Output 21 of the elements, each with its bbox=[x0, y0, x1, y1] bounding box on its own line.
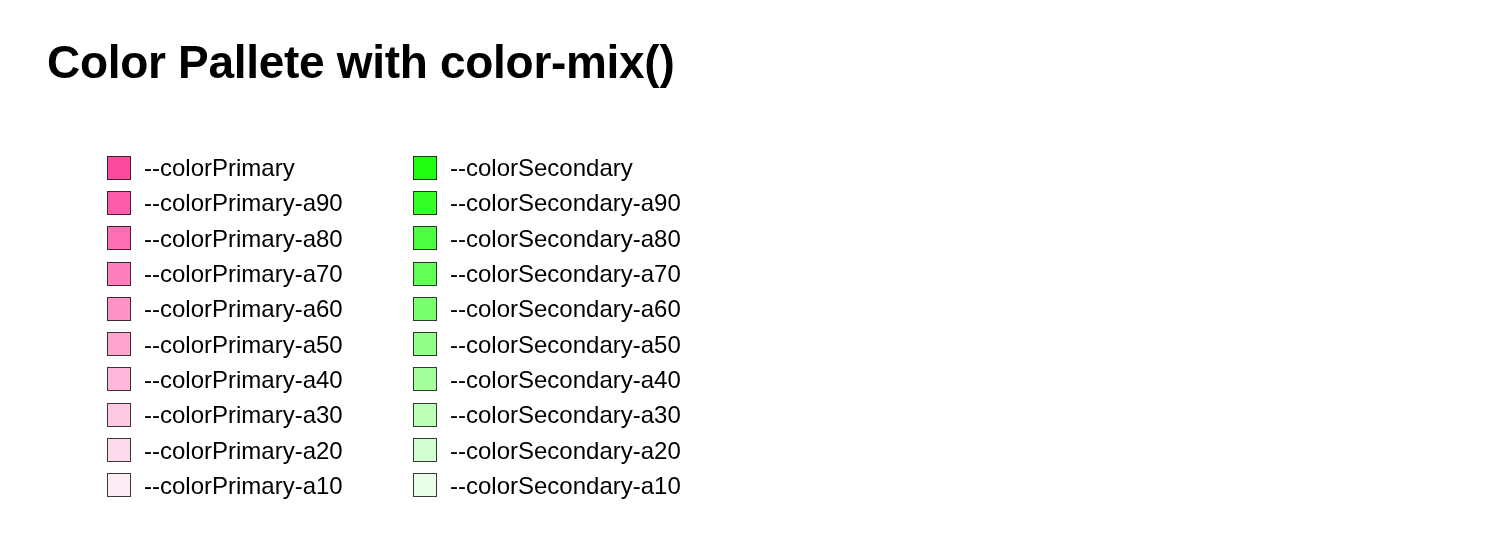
legend-label: --colorSecondary-a70 bbox=[450, 259, 681, 289]
legend-label: --colorPrimary-a90 bbox=[144, 188, 343, 218]
legend-label: --colorPrimary-a60 bbox=[144, 294, 343, 324]
legend-label: --colorSecondary-a50 bbox=[450, 329, 681, 359]
legend-label: --colorSecondary-a80 bbox=[450, 223, 681, 253]
legend-label: --colorPrimary-a10 bbox=[144, 470, 343, 500]
legend-label: --colorPrimary-a40 bbox=[144, 364, 343, 394]
legend-label: --colorPrimary-a80 bbox=[144, 223, 343, 253]
legend-label: --colorSecondary-a20 bbox=[450, 435, 681, 465]
legend-label: --colorSecondary bbox=[450, 153, 633, 183]
legend-label: --colorPrimary bbox=[144, 153, 295, 183]
legend-label: --colorPrimary-a50 bbox=[144, 329, 343, 359]
legend-label: --colorSecondary-a30 bbox=[450, 400, 681, 430]
legend-label: --colorPrimary-a30 bbox=[144, 400, 343, 430]
legend-label: --colorSecondary-a60 bbox=[450, 294, 681, 324]
legend-label: --colorSecondary-a90 bbox=[450, 188, 681, 218]
legend-label: --colorPrimary-a70 bbox=[144, 259, 343, 289]
page-title: Color Pallete with color-mix() bbox=[47, 35, 675, 90]
legend-label: --colorSecondary-a10 bbox=[450, 470, 681, 500]
legend-label: --colorPrimary-a20 bbox=[144, 435, 343, 465]
legend-label: --colorSecondary-a40 bbox=[450, 364, 681, 394]
